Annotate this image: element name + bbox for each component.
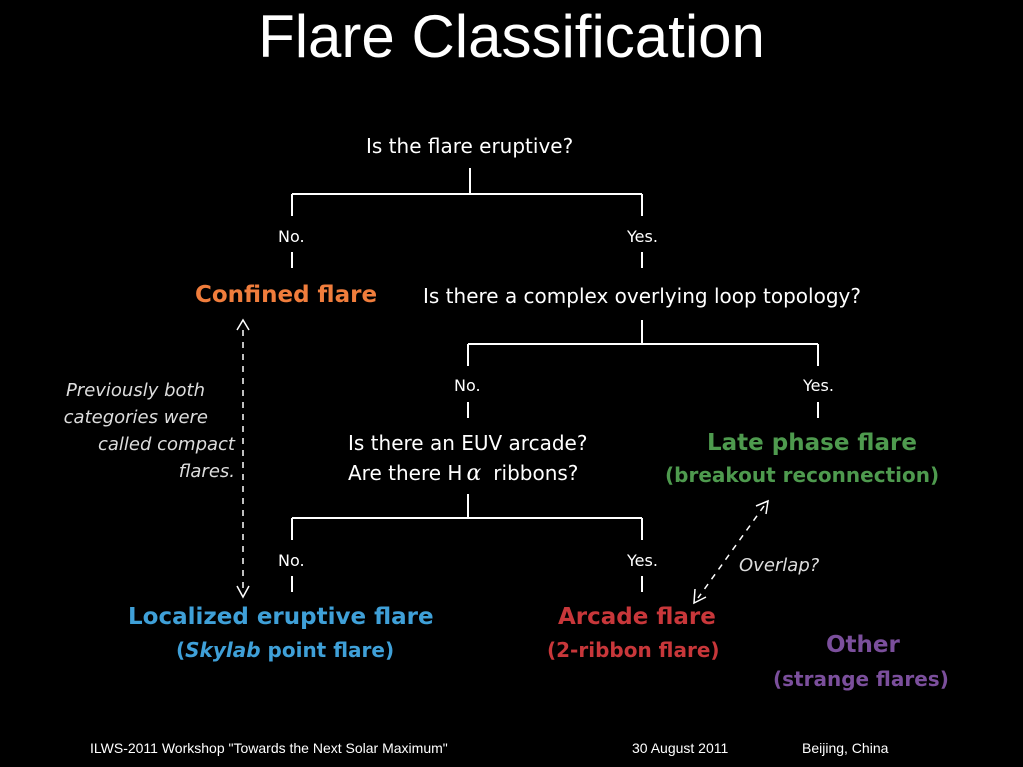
compact-flares-note: Previously both categories were called c… [50, 377, 235, 485]
question-loop-topology: Is there a complex overlying loop topolo… [423, 284, 861, 308]
overlap-arrowhead-bottom [693, 588, 707, 605]
branch-yes-2: Yes. [803, 376, 834, 395]
compact-arrowhead-top [236, 318, 250, 331]
note-line-2: categories were [63, 407, 208, 428]
outcome-other: Other [826, 632, 900, 658]
note-line-3: called compact flares. [97, 434, 235, 482]
branch-yes-3: Yes. [627, 551, 658, 570]
branch-no-2: No. [454, 376, 481, 395]
footer-location: Beijing, China [802, 740, 889, 756]
sublabel-paren: ( [176, 638, 186, 662]
branch-yes-1: Yes. [627, 227, 658, 246]
question-euv-arcade: Is there an EUV arcade? [348, 431, 588, 455]
outcome-localized-sublabel: (Skylab point flare) [176, 638, 394, 662]
skylab-italic: Skylab [185, 638, 261, 662]
overlap-note: Overlap? [739, 555, 820, 576]
h-alpha-prefix: Are there H [348, 461, 463, 485]
footer-workshop: ILWS-2011 Workshop "Towards the Next Sol… [90, 740, 448, 756]
footer-date: 30 August 2011 [632, 740, 729, 756]
outcome-late-phase-flare: Late phase flare [707, 430, 917, 456]
outcome-other-sublabel: (strange flares) [773, 667, 949, 691]
h-alpha-suffix: ribbons? [493, 461, 579, 485]
sublabel-rest: point flare) [260, 638, 395, 662]
alpha-symbol: α [466, 461, 482, 486]
note-line-1: Previously both [65, 380, 205, 401]
slide-title: Flare Classification [258, 3, 765, 70]
branch-no-3: No. [278, 551, 305, 570]
overlap-arrowhead-top [755, 499, 769, 515]
outcome-confined-flare: Confined flare [195, 282, 378, 308]
outcome-arcade-sublabel: (2-ribbon flare) [547, 638, 720, 662]
question-eruptive: Is the flare eruptive? [366, 134, 574, 158]
outcome-late-phase-sublabel: (breakout reconnection) [665, 463, 940, 487]
outcome-arcade-flare: Arcade flare [558, 604, 716, 630]
compact-arrowhead-bottom [236, 585, 250, 599]
outcome-localized-eruptive-flare: Localized eruptive flare [128, 604, 434, 630]
branch-no-1: No. [278, 227, 305, 246]
